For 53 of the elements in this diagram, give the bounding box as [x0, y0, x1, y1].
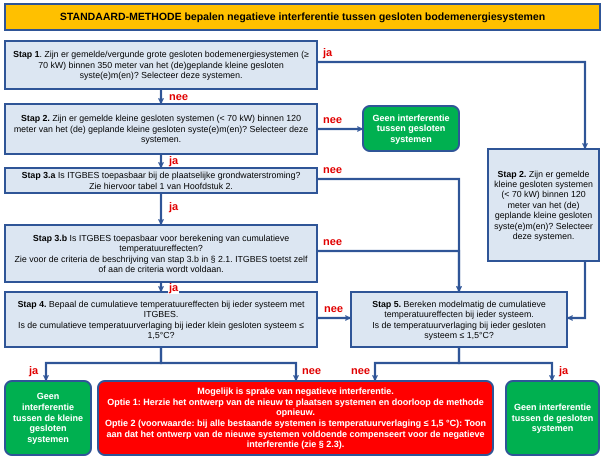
- edge-label: ja: [168, 283, 180, 294]
- process-box: [4, 40, 318, 90]
- arrow: [158, 283, 164, 292]
- warning-box: [97, 380, 494, 456]
- edge-label: nee: [322, 115, 343, 126]
- arrow: [458, 348, 555, 381]
- box-text: Stap 2. Zijn er gemelde kleine gesloten systemen (< 70 kW) binnen 120 meter van het (de) geplande kleine gesloten syste(e)m(en)? Selecteer deze systemen.: [12, 113, 310, 145]
- edge-label: ja: [28, 366, 40, 377]
- arrow: [158, 155, 164, 168]
- box-note: Zie hiervoor tabel 1 van Hoofdstuk 2.: [89, 180, 233, 191]
- edge-label: ja: [168, 156, 180, 167]
- arrow: [318, 315, 351, 321]
- box-text: Mogelijk is sprake van negatieve interferentie.: [197, 386, 394, 397]
- box-note: Zie voor de criteria de beschrijving van stap 3.b in § 2.1. ITGBES toetst zelf of aan de criteria wordt voldaan.: [14, 254, 308, 274]
- edge-label: nee: [168, 92, 189, 103]
- process-box: [350, 291, 568, 348]
- edge-label: ja: [558, 366, 570, 377]
- arrow: [318, 250, 462, 292]
- arrow: [158, 194, 164, 225]
- box-note: Optie 2 (voorwaarde: bij alle bestaande systemen is temperatuurverlaging ≤ 1,5 °C): Toon aan dat het ontwerp van de nieuwe systemen voldoende compenseert voor de negatieve interferentie (zie § 2.3).: [104, 418, 487, 450]
- box-text: Stap 3.a Is ITGBES toepasbaar bij de plaatselijke grondwaterstroming?: [22, 170, 300, 180]
- process-box: [4, 103, 318, 155]
- box-text: Stap 3.b Is ITGBES toepasbaar voor berekening van cumulatieve temperatuureffecten?: [32, 232, 290, 254]
- process-box: [487, 148, 600, 262]
- arrow: [567, 262, 586, 321]
- box-text: Stap 2. Zijn er gemelde kleine gesloten systemen (< 70 kW) binnen 120 meter van het (de) geplande kleine gesloten syste(e)m(en)? Selecteer deze systemen.: [493, 168, 594, 242]
- arrow: [318, 126, 363, 132]
- process-box: [4, 167, 318, 194]
- result-box: [505, 380, 600, 456]
- box-note: Optie 1: Herzie het ontwerp van de nieuw te plaatsen systemen en doorloop de methode opnieuw.: [106, 396, 485, 418]
- arrow: [318, 60, 588, 149]
- arrow: [160, 348, 299, 381]
- edge-label: nee: [323, 304, 344, 315]
- title-banner: [4, 3, 601, 31]
- process-box: [4, 224, 318, 283]
- box-text: Stap 5. Bereken modelmatig de cumulatieve temperatuureffecten bij ieder systeem.: [371, 298, 547, 320]
- box-note: Is de temperatuurverlaging bij ieder gesloten systeem ≤ 1,5°C?: [371, 320, 547, 340]
- edge-label: ja: [322, 48, 334, 59]
- edge-label: nee: [301, 366, 322, 377]
- edge-label: nee: [322, 165, 343, 176]
- box-text: Geen interferentie tussen gesloten systemen: [371, 112, 451, 144]
- arrow: [158, 90, 164, 104]
- box-text: Stap 1. Zijn er gemelde/vergunde grote gesloten bodemenergiesystemen (≥ 70 kW) binnen 350 meter van het (de)geplande kleine gesloten syste(e)m(en)? Selecteer deze systemen.: [12, 49, 310, 81]
- box-text: Geen interferentie tussen de gesloten systemen: [511, 402, 594, 434]
- box-text: Geen interferentie tussen de kleine gesloten systemen: [12, 391, 84, 445]
- box-note: Is de cumulatieve temperatuurverlaging bij ieder klein gesloten systeem ≤ 1,5°C?: [17, 320, 305, 340]
- edge-label: nee: [322, 237, 343, 248]
- box-text: STANDAARD-METHODE bepalen negatieve interferentie tussen gesloten bodemenergiesystemen: [60, 10, 546, 24]
- result-box: [4, 380, 92, 456]
- result-box: [362, 105, 460, 152]
- box-text: Stap 4. Bepaal de cumulatieve temperatuureffecten bij ieder systeem met ITGBES.: [16, 298, 306, 320]
- edge-label: nee: [350, 366, 371, 377]
- edge-label: ja: [168, 202, 180, 213]
